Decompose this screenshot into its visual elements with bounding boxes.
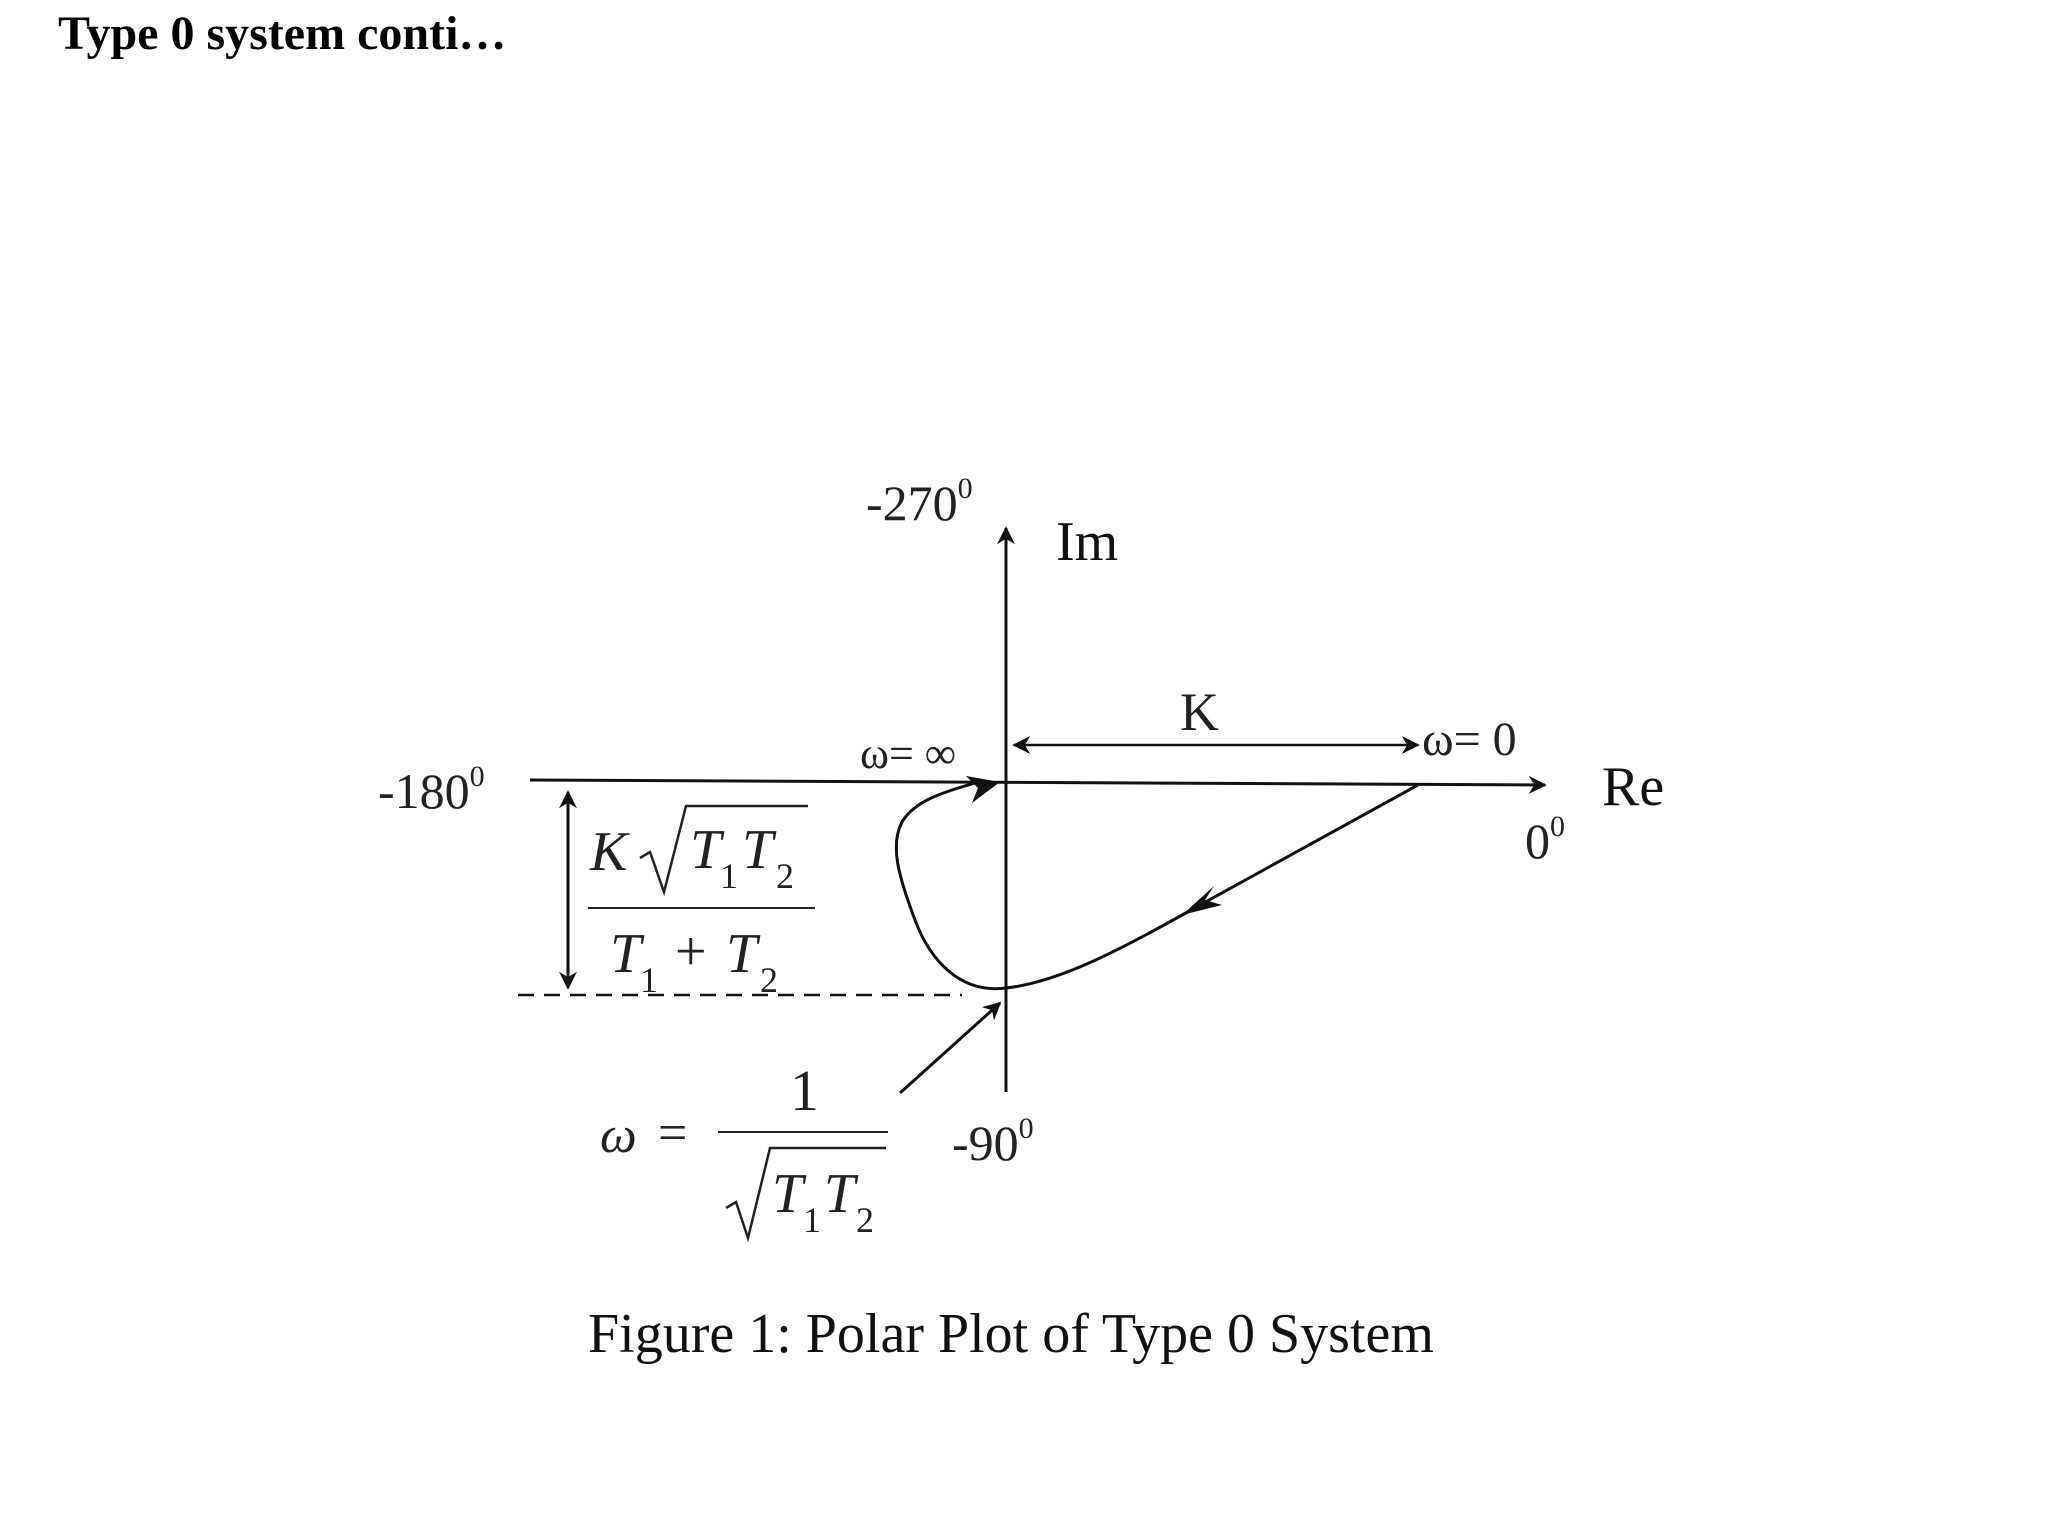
freq-equals: = xyxy=(658,1105,687,1162)
denominator-sqrt-sign xyxy=(725,1146,886,1243)
slide-title: Type 0 system conti… xyxy=(58,7,507,60)
den-t1: T xyxy=(610,923,645,985)
polar-curve xyxy=(894,781,1419,991)
origin-arrow-head xyxy=(966,776,1000,803)
gain-label: K xyxy=(1180,682,1219,742)
den-t2: T xyxy=(726,923,761,985)
real-axis-label: Re xyxy=(1602,756,1664,818)
frequency-formula: ω = 1 T 1 T 2 xyxy=(600,1058,888,1243)
freq-den-sub2: 2 xyxy=(856,1200,874,1240)
omega-zero-label: ω= 0 xyxy=(1422,713,1517,766)
num-t2: T xyxy=(742,819,777,881)
freq-numerator: 1 xyxy=(790,1058,819,1123)
den-sub2: 2 xyxy=(760,960,778,1000)
real-axis xyxy=(529,775,1547,794)
den-sub1: 1 xyxy=(640,960,658,1000)
imag-axis-label: Im xyxy=(1056,511,1118,573)
numerator-sqrt-sign xyxy=(639,804,808,897)
intercept-formula: K T 1 T 2 T 1 + T 2 xyxy=(588,804,815,1000)
freq-omega: ω xyxy=(600,1107,637,1164)
omega-infinity-label: ω= ∞ xyxy=(860,729,956,778)
curve-direction-arrow xyxy=(1182,886,1222,915)
den-plus: + xyxy=(675,921,707,983)
angle-top-label: -2700 xyxy=(866,472,973,531)
formula-k: K xyxy=(589,821,630,883)
freq-den-t1: T xyxy=(772,1163,807,1225)
angle-right-label: 00 xyxy=(1525,810,1565,869)
freq-den-sub1: 1 xyxy=(803,1200,821,1240)
angle-bottom-label: -900 xyxy=(952,1112,1034,1171)
frequency-pointer-arrow xyxy=(898,1001,1002,1095)
num-sub2: 2 xyxy=(776,856,794,896)
figure-caption: Figure 1: Polar Plot of Type 0 System xyxy=(588,1303,1434,1365)
num-sub1: 1 xyxy=(720,856,738,896)
angle-left-label: -1800 xyxy=(378,760,485,819)
num-t1: T xyxy=(690,819,725,881)
freq-den-t2: T xyxy=(824,1163,859,1225)
